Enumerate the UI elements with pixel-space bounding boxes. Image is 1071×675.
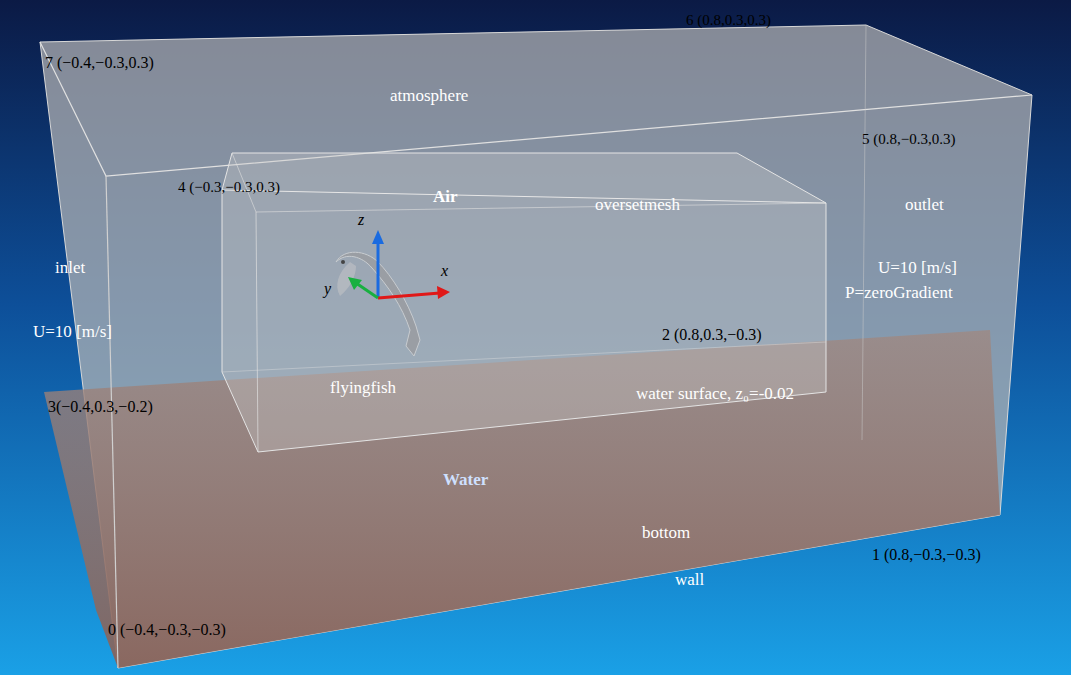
x-arrowhead (437, 286, 450, 299)
domain-edge (106, 176, 118, 668)
patch-label: outlet (905, 195, 944, 215)
boundary-condition: U=10 [m/s] (33, 322, 112, 342)
patch-label: inlet (55, 258, 85, 278)
overset-box (222, 153, 826, 452)
vertex-label: 2 (0.8,0.3,−0.3) (662, 326, 762, 344)
axis-label: z (358, 211, 364, 229)
domain-edge (862, 25, 866, 440)
overset-edge (232, 153, 826, 212)
x-axis (378, 293, 440, 298)
vertex-label: 6 (0.8,0.3,0.3) (686, 12, 771, 29)
axes (348, 230, 450, 299)
axis-label: x (441, 262, 448, 280)
fish-eye (341, 260, 345, 264)
overset-edge (222, 342, 826, 372)
y-arrowhead (348, 277, 362, 290)
region-label: Water (443, 470, 488, 490)
z-arrowhead (372, 230, 384, 244)
vertex-label: 4 (−0.3,−0.3,0.3) (178, 179, 280, 196)
overset-edge (256, 212, 258, 452)
vertex-label: 0 (−0.4,−0.3,−0.3) (108, 621, 226, 639)
vertex-label: 1 (0.8,−0.3,−0.3) (872, 546, 981, 564)
surface-label: water surface, z₀=-0.02 (636, 384, 794, 404)
overset-edge (222, 190, 826, 203)
y-axis (356, 283, 378, 298)
vertex-label: 3(−0.4,0.3,−0.2) (48, 398, 153, 416)
patch-label: flyingfish (330, 378, 396, 398)
patch-label: bottom (642, 523, 690, 543)
boundary-condition: P=zeroGradient (845, 283, 953, 303)
region-label: atmosphere (390, 86, 468, 106)
axis-label: y (324, 280, 331, 298)
vertex-label: 7 (−0.4,−0.3,0.3) (45, 54, 154, 72)
region-label: Air (433, 187, 458, 207)
z-axis (377, 240, 380, 298)
patch-label: oversetmesh (595, 195, 680, 215)
boundary-condition: wall (675, 570, 704, 590)
vertex-label: 5 (0.8,−0.3,0.3) (862, 131, 955, 148)
boundary-condition: U=10 [m/s] (878, 258, 957, 278)
domain-box (40, 25, 1032, 668)
